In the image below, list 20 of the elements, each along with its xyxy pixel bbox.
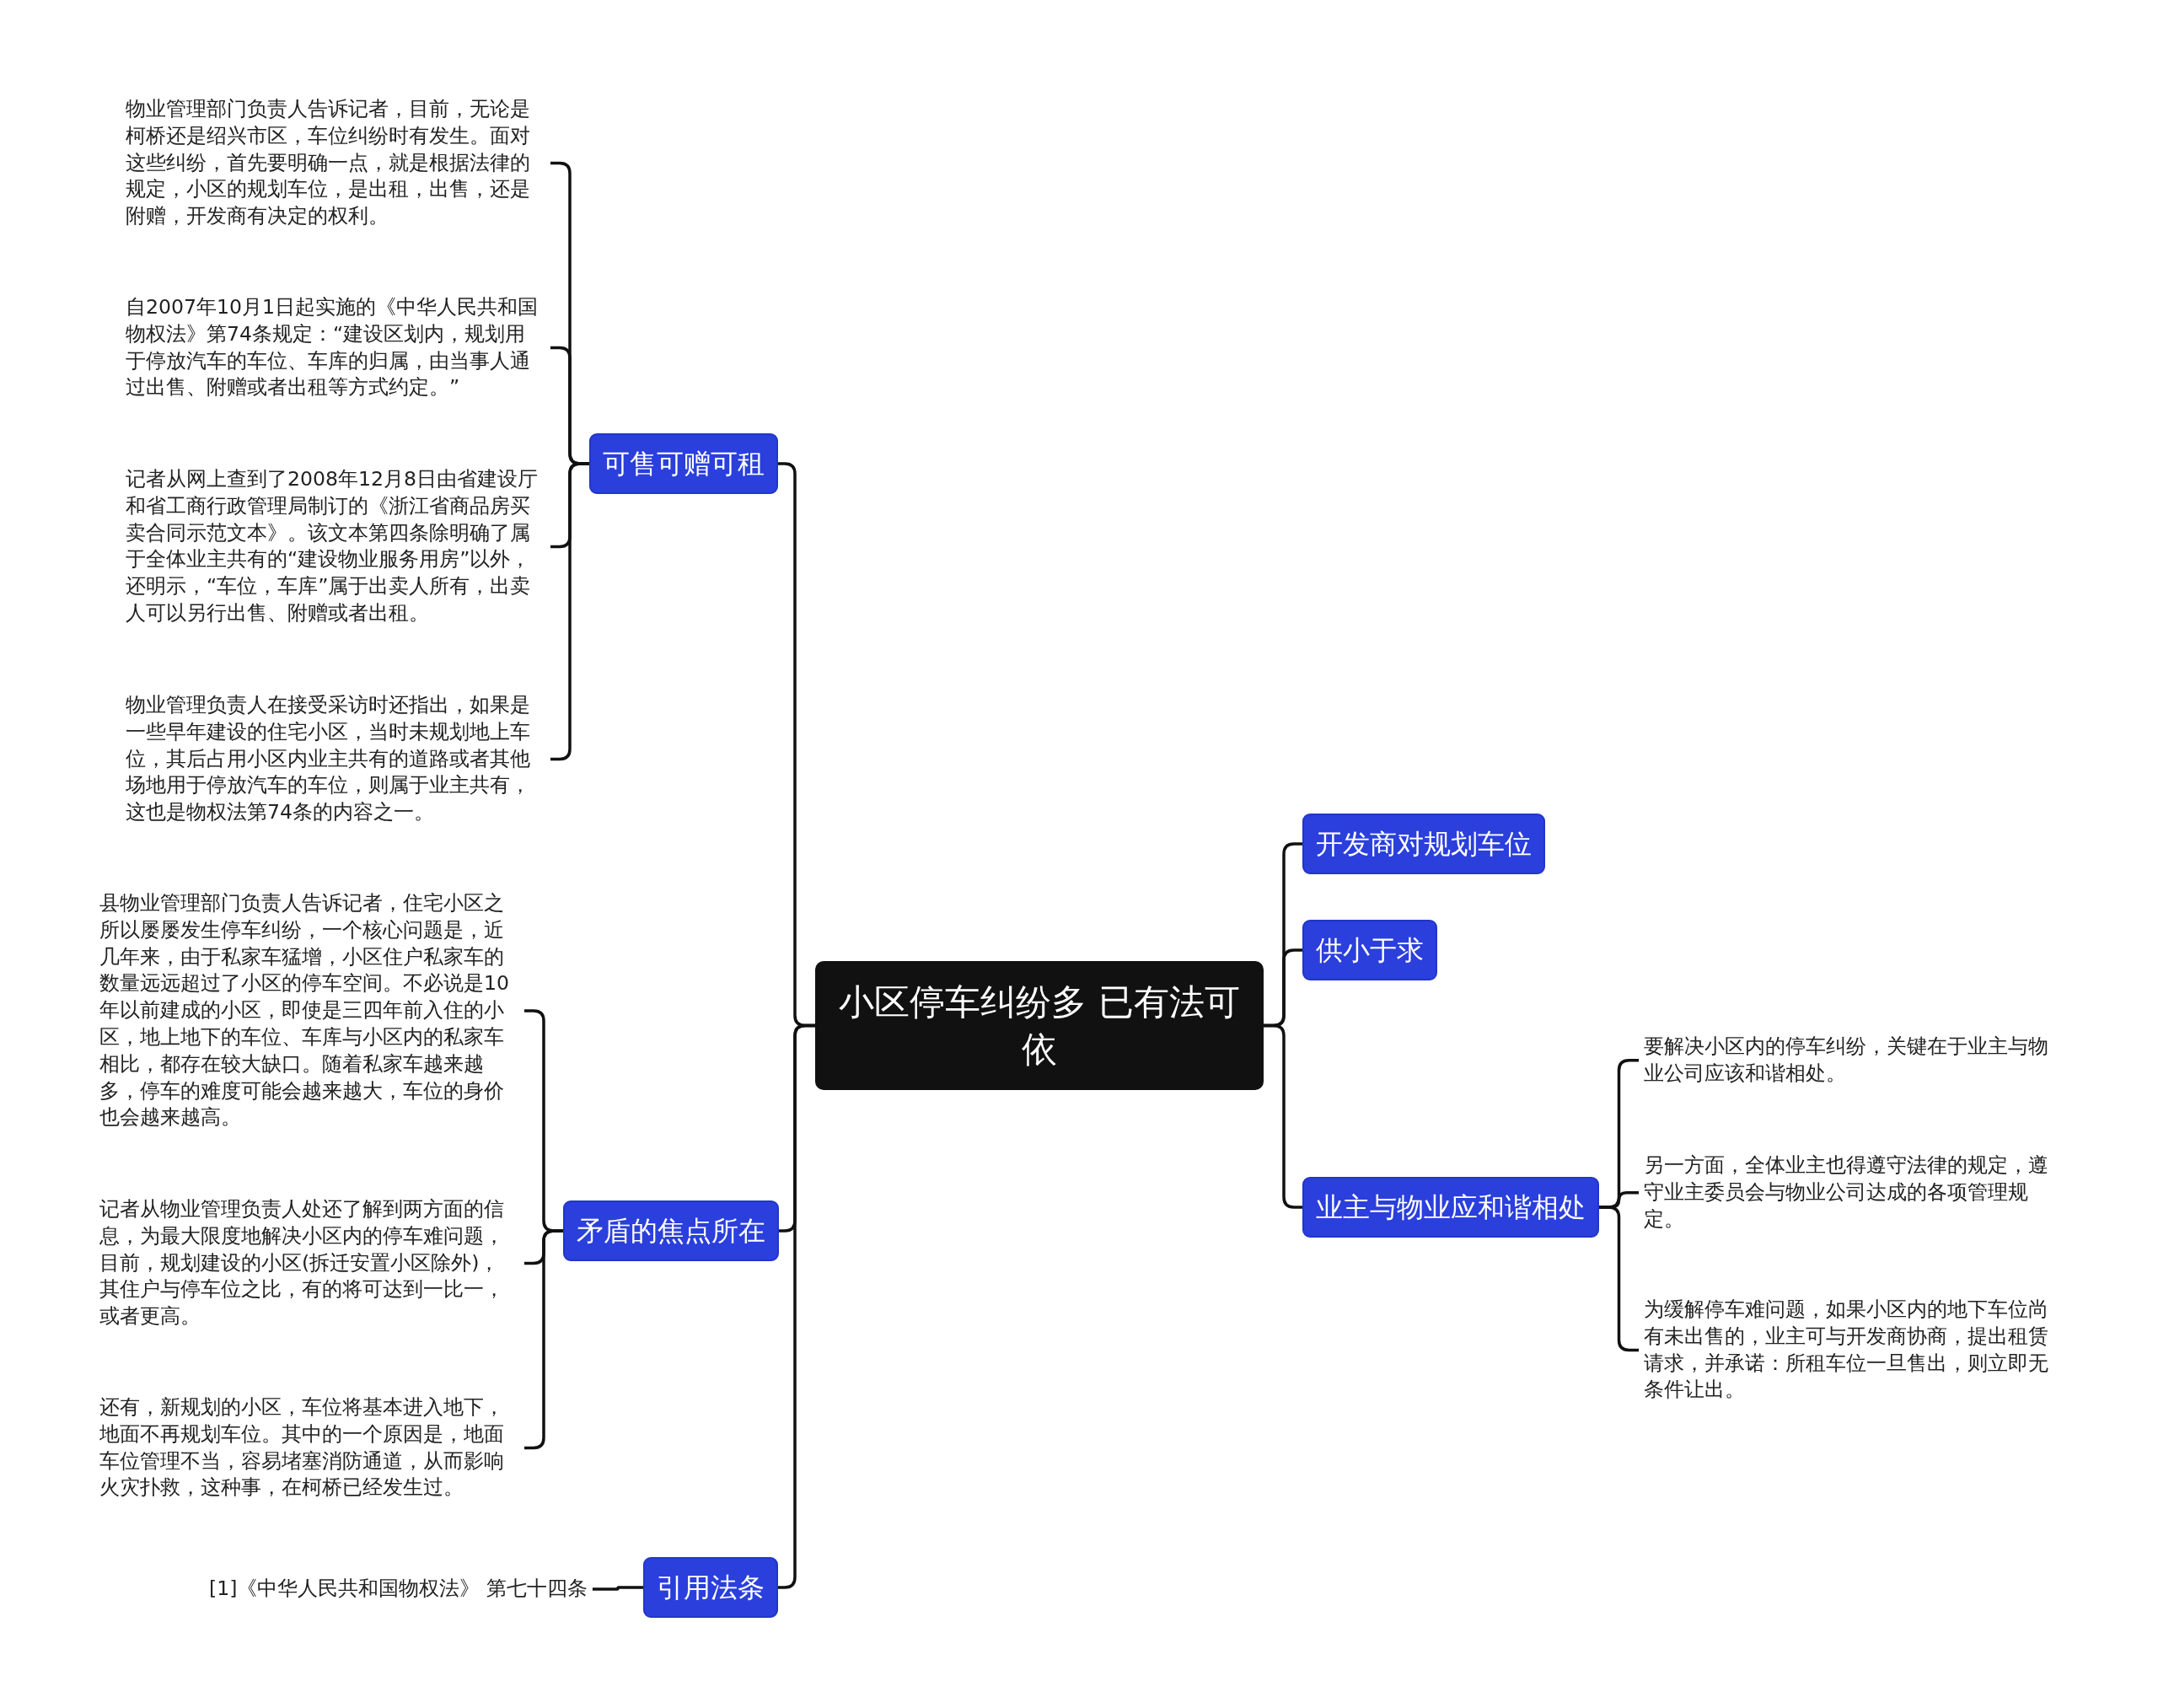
- connector: [1264, 1023, 1302, 1209]
- connector: [592, 1586, 643, 1591]
- note-text: 自2007年10月1日起实施的《中华人民共和国物权法》第74条规定：“建设区划内，规划用于停放汽车的车位、车库的归属，由当事人通过出售、附赠或者出租等方式约定。”: [121, 293, 550, 404]
- topic-box: 供小于求: [1302, 920, 1437, 980]
- note-text: 还有，新规划的小区，车位将基本进入地下，地面不再规划车位。其中的一个原因是，地面车位管理不当，容易堵塞消防通道，从而影响火灾扑救，这种事，在柯桥已经发生过。: [94, 1393, 524, 1504]
- topic-box: 可售可赠可租: [589, 433, 778, 494]
- topic-box: 引用法条: [643, 1557, 778, 1618]
- note-text: 要解决小区内的停车纠纷，关键在于业主与物业公司应该和谐相处。: [1639, 1032, 2069, 1089]
- note-text: [1]《中华人民共和国物权法》 第七十四条: [204, 1574, 593, 1604]
- note-text: 记者从物业管理负责人处还了解到两方面的信息，为最大限度地解决小区内的停车难问题，目前，规划建设的小区(拆迁安置小区除外)，其住户与停车位之比，有的将可达到一比一，或者更高。: [94, 1195, 524, 1332]
- central-topic-box: 小区停车纠纷多 已有法可依: [815, 961, 1264, 1090]
- note-text: 县物业管理部门负责人告诉记者，住宅小区之所以屡屡发生停车纠纷，一个核心问题是，近几年来，由于私家车猛增，小区住户私家车的数量远远超过了小区的停车空间。不必说是10年以前建成的小区，即使是三四年前入住的小区，地上地下的车位、车库与小区内的私家车相比，都存在较大缺口。随着私家车越来越多，停车的难度可能会越来越大，车位的身价也会越来越高。: [94, 889, 524, 1134]
- topic-box: 业主与物业应和谐相处: [1302, 1177, 1599, 1238]
- topic-box: 矛盾的焦点所在: [563, 1200, 779, 1261]
- note-text: 物业管理部门负责人告诉记者，目前，无论是柯桥还是绍兴市区，车位纠纷时有发生。面对这些纠纷，首先要明确一点，就是根据法律的规定，小区的规划车位，是出租，出售，还是附赠，开发商有决定的权利。: [121, 94, 550, 232]
- topic-box: 开发商对规划车位: [1302, 814, 1545, 874]
- note-text: 为缓解停车难问题，如果小区内的地下车位尚有未出售的，业主可与开发商协商，提出租赁请求，并承诺：所租车位一旦售出，则立即无条件让出。: [1639, 1295, 2069, 1406]
- note-text: 另一方面，全体业主也得遵守法律的规定，遵守业主委员会与物业公司达成的各项管理规定。: [1639, 1151, 2069, 1235]
- note-text: 物业管理负责人在接受采访时还指出，如果是一些早年建设的住宅小区，当时未规划地上车位，其后占用小区内业主共有的道路或者其他场地用于停放汽车的车位，则属于业主共有，这也是物权法第74条的内容之一。: [121, 690, 550, 828]
- note-text: 记者从网上查到了2008年12月8日由省建设厅和省工商行政管理局制订的《浙江省商品房买卖合同示范文本》。该文本第四条除明确了属于全体业主共有的“建设物业服务用房”以外，还明示，“车位，车库”属于出卖人所有，出卖人可以另行出售、附赠或者出租。: [121, 465, 550, 629]
